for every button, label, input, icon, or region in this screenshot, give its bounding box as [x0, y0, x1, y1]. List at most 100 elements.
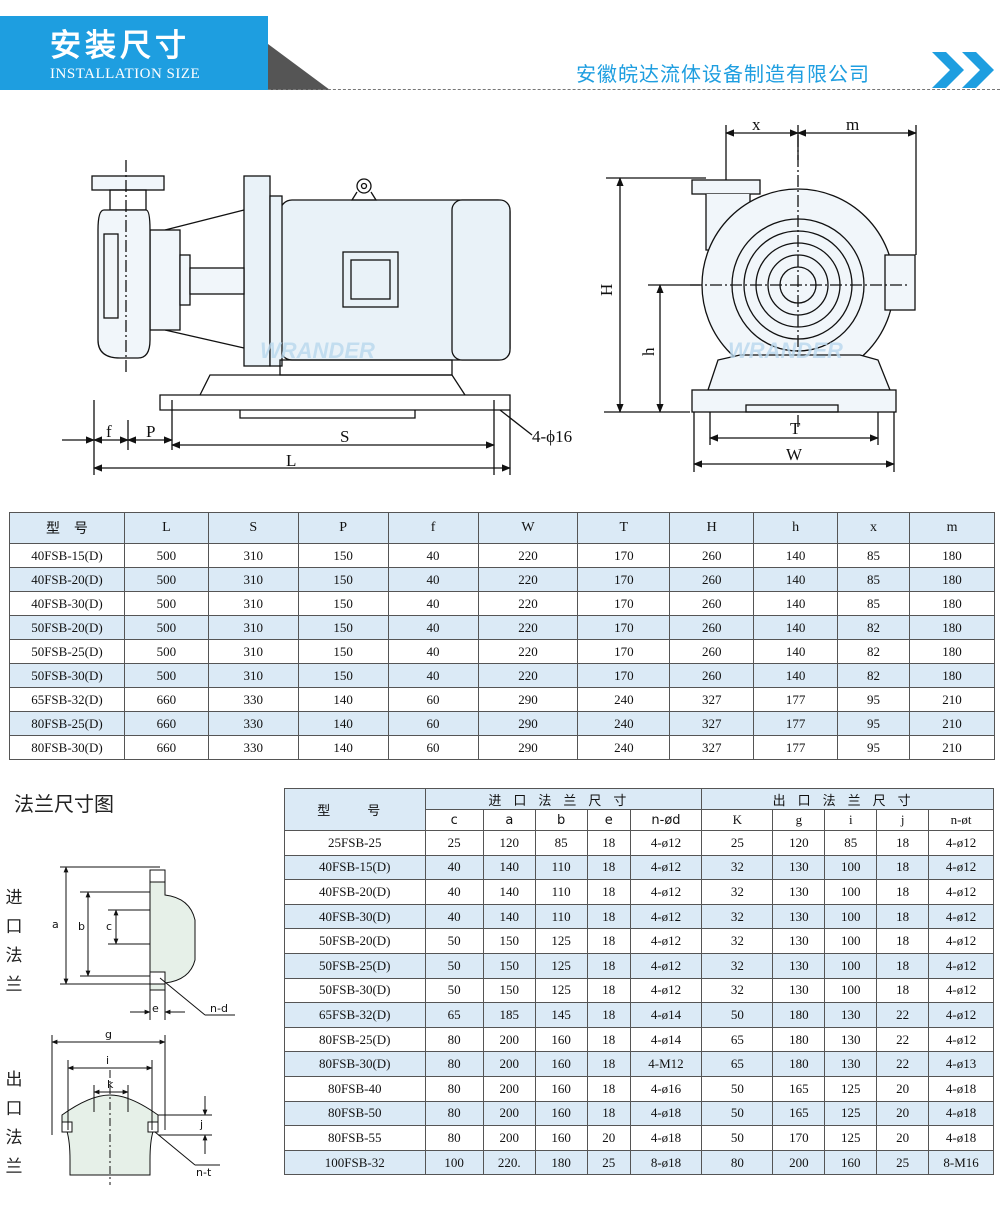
table-cell: 18: [876, 952, 930, 979]
table-cell: 500: [123, 663, 209, 688]
col-header-model: 型 号: [284, 788, 426, 831]
model-cell: 65FSB-32(D): [284, 1002, 426, 1028]
table-cell: 150: [297, 639, 389, 664]
table-cell: 130: [824, 1051, 878, 1077]
table-cell: 32: [701, 903, 774, 930]
model-cell: 80FSB-30(D): [284, 1051, 426, 1077]
table-cell: 260: [669, 615, 755, 640]
table-cell: 4-ø12: [629, 903, 703, 930]
table-cell: 160: [534, 1026, 588, 1053]
table-cell: 240: [577, 687, 671, 712]
table-cell: 82: [837, 639, 911, 664]
table-cell: 165: [772, 1100, 826, 1127]
table-cell: 327: [669, 711, 755, 736]
table-cell: 20: [586, 1125, 631, 1151]
dim-label-f: f: [106, 422, 112, 441]
table-cell: 330: [207, 687, 299, 712]
watermark-text: WRANDER: [260, 338, 375, 363]
model-cell: 80FSB-40: [284, 1075, 426, 1102]
table-cell: 18: [586, 952, 631, 979]
table-cell: 18: [586, 1026, 631, 1053]
col-header: b: [534, 809, 588, 831]
table-cell: 40: [387, 567, 479, 592]
model-cell: 50FSB-30(D): [284, 977, 426, 1004]
table-cell: 125: [824, 1075, 878, 1102]
table-cell: 18: [586, 903, 631, 930]
table-cell: 500: [123, 639, 209, 664]
table-cell: 18: [586, 854, 631, 881]
col-group-inlet: 进口法兰尺寸: [424, 788, 703, 810]
table-cell: 100: [824, 854, 878, 881]
page-subtitle: INSTALLATION SIZE: [50, 66, 201, 82]
table-cell: 160: [534, 1075, 588, 1102]
table-cell: 170: [577, 543, 671, 568]
table-cell: 100: [824, 903, 878, 930]
inlet-label-char: 进: [5, 888, 23, 908]
outlet-label-char: 口: [5, 1099, 23, 1119]
table-cell: 150: [297, 615, 389, 640]
company-name: 安徽皖达流体设备制造有限公司: [576, 62, 870, 86]
table-cell: 200: [772, 1149, 826, 1176]
table-cell: 18: [586, 928, 631, 954]
table-cell: 25: [424, 830, 484, 856]
model-cell: 40FSB-15(D): [284, 854, 426, 881]
table-cell: 40: [387, 615, 479, 640]
table-cell: 4-ø12: [928, 1002, 994, 1028]
col-header: K: [701, 809, 774, 831]
table-cell: 170: [577, 567, 671, 592]
table-cell: 65: [424, 1002, 484, 1028]
table-cell: 220: [477, 663, 579, 688]
table-cell: 500: [123, 615, 209, 640]
outlet-flange-drawing: [51, 1035, 220, 1185]
inlet-dim-a: a: [52, 918, 59, 931]
outlet-label-char: 出: [5, 1070, 23, 1090]
col-header: T: [577, 512, 671, 544]
col-header: g: [772, 809, 826, 831]
table-cell: 4-ø12: [928, 952, 994, 979]
table-cell: 220: [477, 591, 579, 616]
col-header: c: [424, 809, 484, 831]
table-cell: 18: [876, 854, 930, 881]
table-cell: 18: [586, 1051, 631, 1077]
table-cell: 65: [701, 1051, 774, 1077]
table-cell: 4-ø12: [928, 830, 994, 856]
col-group-outlet: 出口法兰尺寸: [701, 788, 994, 810]
dim-label-x: x: [752, 115, 761, 134]
table-cell: 25: [586, 1149, 631, 1176]
table-cell: 330: [207, 711, 299, 736]
table-cell: 140: [753, 639, 839, 664]
table-cell: 200: [482, 1051, 536, 1077]
table-cell: 290: [477, 711, 579, 736]
table-cell: 130: [824, 1026, 878, 1053]
table-cell: 150: [297, 591, 389, 616]
model-cell: 50FSB-20(D): [284, 928, 426, 954]
table-cell: 210: [909, 735, 995, 760]
outlet-dim-g: g: [105, 1028, 112, 1041]
table-cell: 200: [482, 1125, 536, 1151]
table-cell: 4-ø12: [629, 879, 703, 905]
inlet-dim-e: e: [152, 1002, 159, 1015]
table-cell: 185: [482, 1002, 536, 1028]
table-header-row: 型 号 进口法兰尺寸 出口法兰尺寸: [284, 788, 994, 831]
outlet-dim-k: k: [107, 1078, 114, 1091]
table-cell: 140: [753, 543, 839, 568]
table-cell: 660: [123, 735, 209, 760]
table-cell: 145: [534, 1002, 588, 1028]
table-cell: 180: [909, 591, 995, 616]
table-cell: 50: [424, 952, 484, 979]
table-cell: 40: [387, 663, 479, 688]
table-cell: 85: [837, 591, 911, 616]
table-cell: 4-ø12: [928, 977, 994, 1004]
table-cell: 40: [424, 879, 484, 905]
inlet-label-char: 法: [5, 946, 23, 966]
model-cell: 80FSB-50: [284, 1100, 426, 1127]
table-cell: 4-ø12: [928, 928, 994, 954]
dim-label-H: H: [597, 284, 616, 296]
